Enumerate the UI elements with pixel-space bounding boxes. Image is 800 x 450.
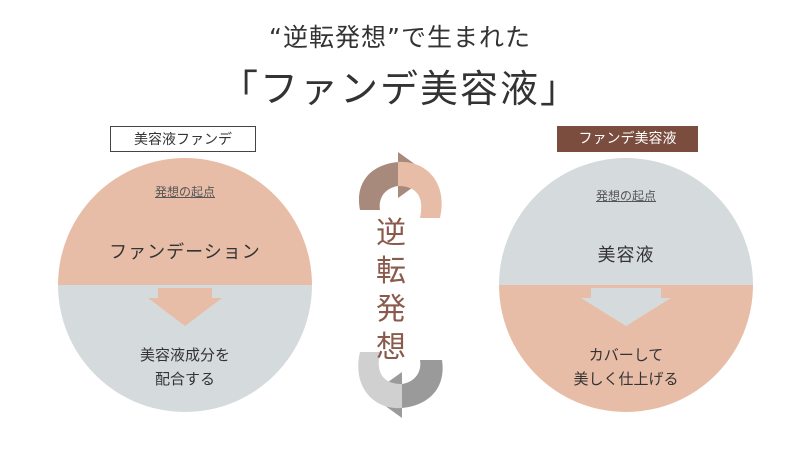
center-vertical-text: 逆 転 発 想 (371, 215, 411, 367)
right-label-box: ファンデ美容液 (557, 126, 698, 152)
bottom-arrow-light (358, 352, 402, 409)
cycle-arrows (358, 152, 443, 418)
right-circle-bottom-half (499, 285, 753, 412)
left-result-line-1: 美容液成分を (139, 346, 230, 364)
right-circle-top-half (499, 158, 753, 285)
left-down-arrow (148, 288, 222, 326)
right-result-line-2: 美しく仕上げる (573, 370, 679, 388)
right-origin-text: 美容液 (597, 245, 655, 266)
right-down-arrow (581, 288, 671, 326)
center-char: 発 (376, 292, 406, 327)
right-circle (499, 158, 753, 412)
left-label-box: 美容液ファンデ (110, 126, 256, 152)
left-origin-text: ファンデーション (109, 242, 261, 263)
center-char: 逆 (376, 216, 406, 251)
right-result-line-1: カバーして (588, 346, 664, 364)
left-circle-bottom-half (58, 285, 312, 412)
left-result-line-2: 配合する (154, 370, 215, 388)
left-circle (58, 158, 312, 412)
right-result-text: カバーして 美しく仕上げる (526, 343, 726, 391)
left-origin-label: 発想の起点 (154, 185, 215, 199)
center-char: 想 (376, 330, 406, 365)
title-line-2: 「ファンデ美容液」 (219, 67, 580, 111)
top-arrow-light (398, 161, 442, 218)
title-line-1: “逆転発想”で生まれた (269, 23, 531, 52)
left-result-text: 美容液成分を 配合する (85, 343, 285, 391)
right-origin-label: 発想の起点 (595, 189, 656, 203)
center-char: 転 (376, 254, 406, 289)
left-circle-top-half (58, 158, 312, 285)
